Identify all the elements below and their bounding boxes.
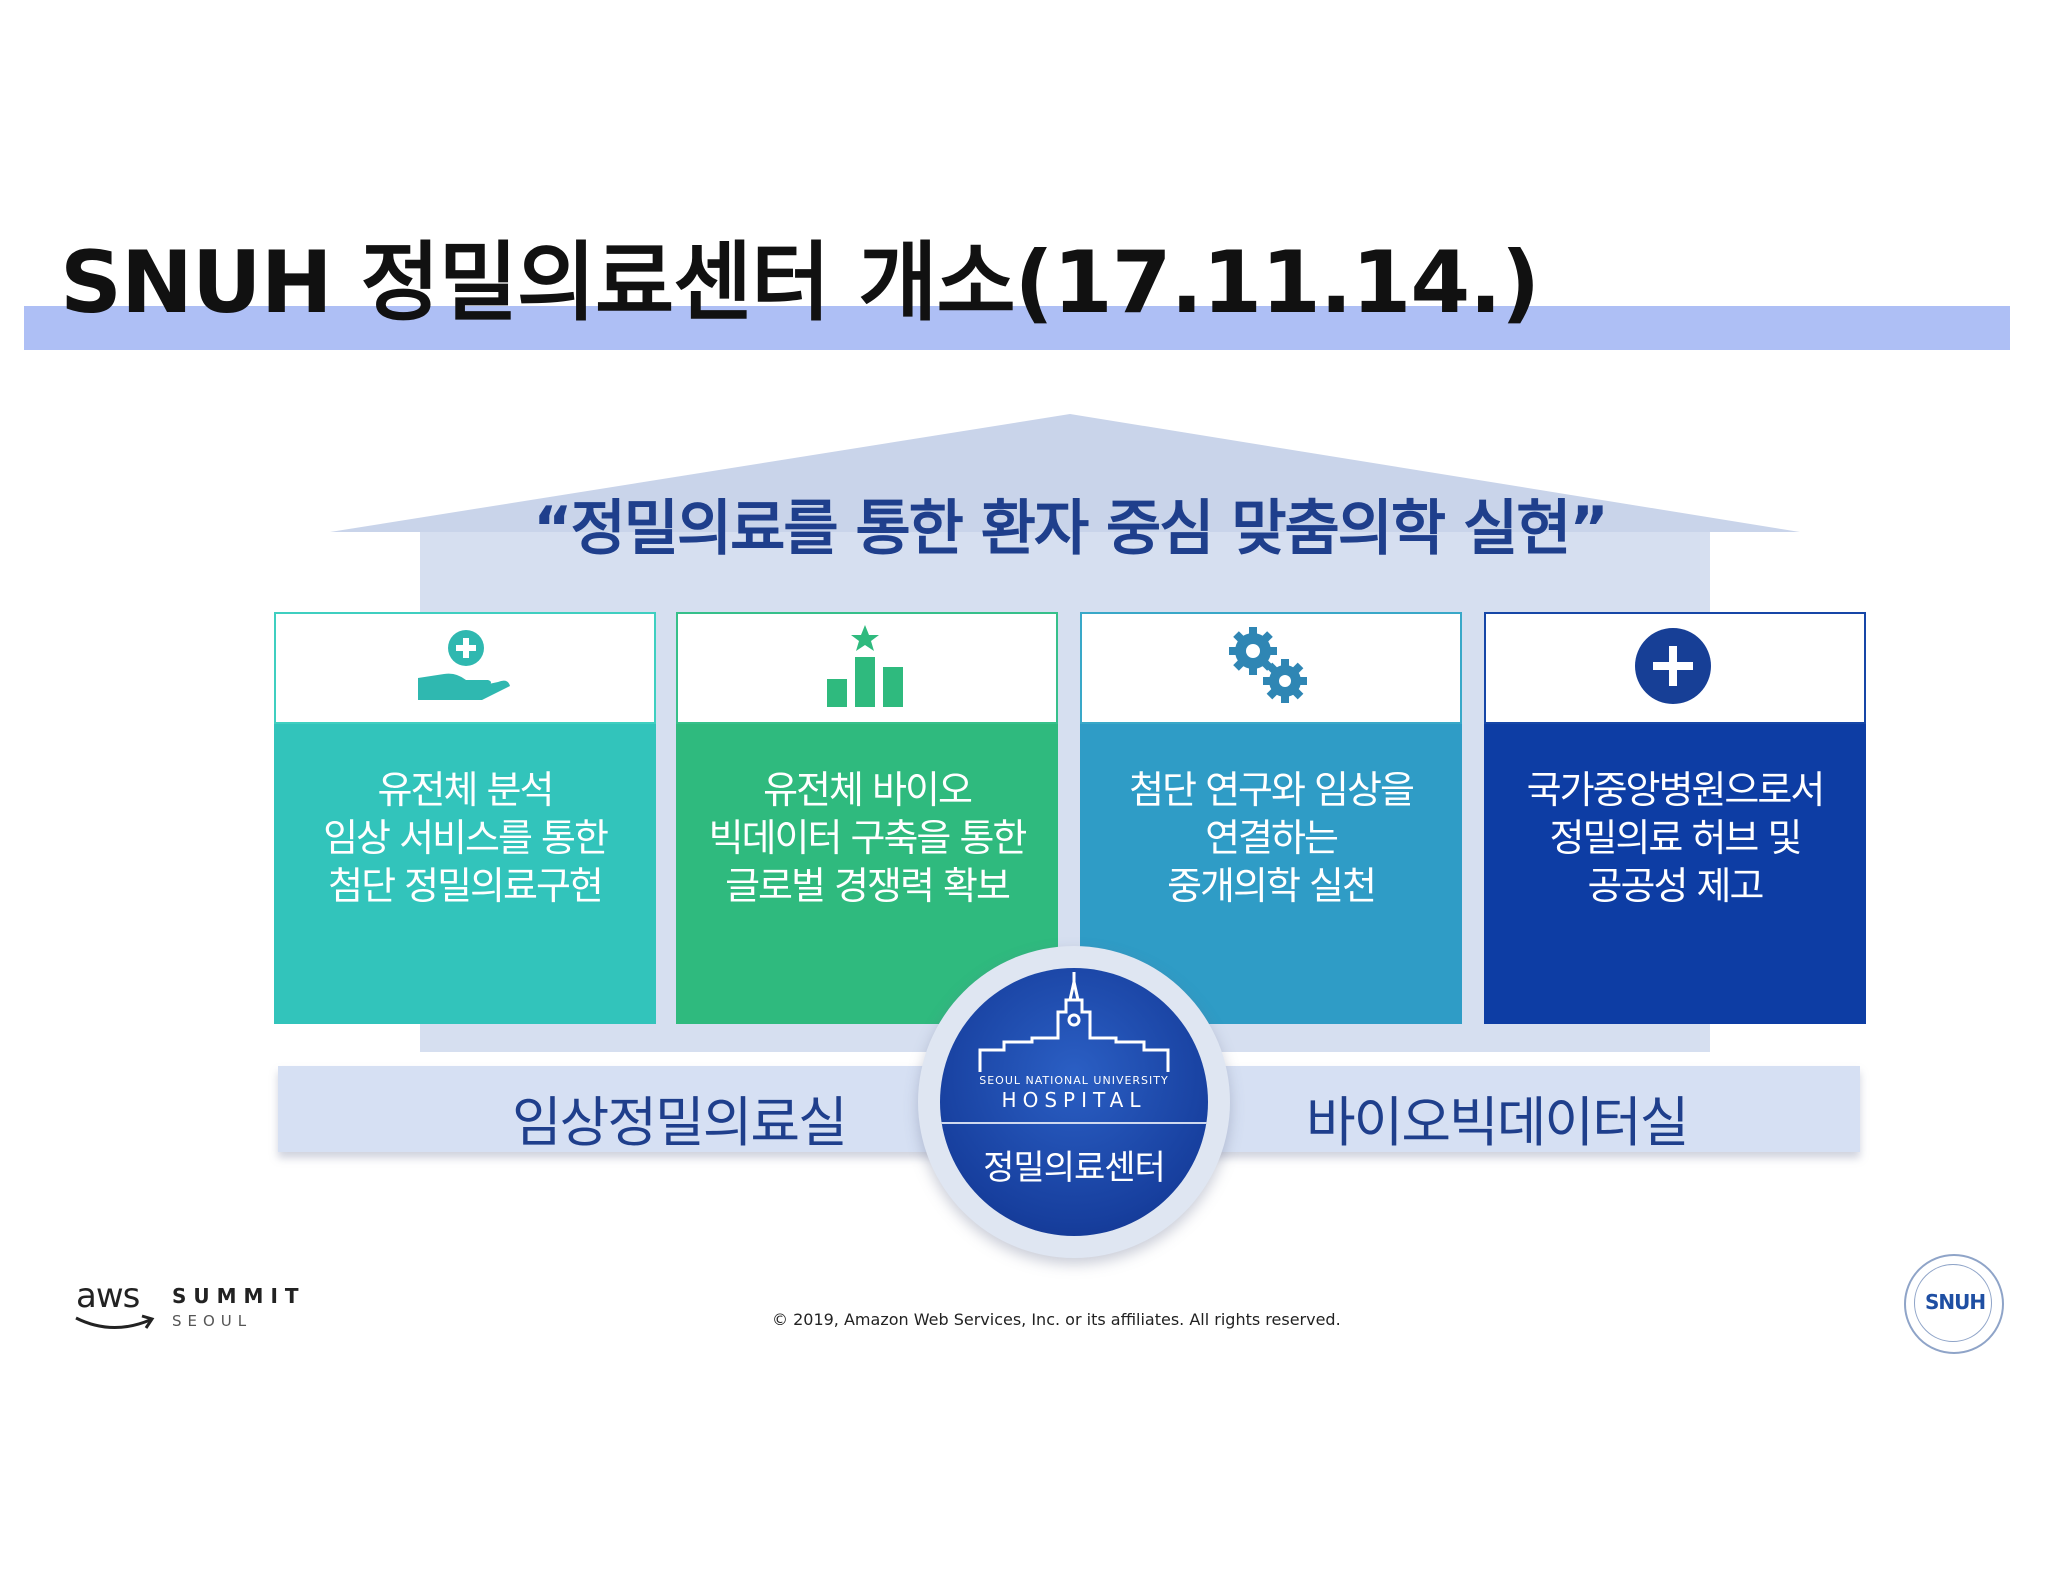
gears-icon [1080,612,1458,720]
pillar-text: 첨단 연구와 임상을 연결하는 중개의학 실천 [1129,768,1415,908]
aws-smile-icon [75,1314,155,1330]
pillar-text: 국가중앙병원으로서 정밀의료 허브 및 공공성 제고 [1526,768,1826,908]
seal-university-text: SEOUL NATIONAL UNIVERSITY [979,1074,1169,1087]
snuh-logo-badge: SNUH [1904,1254,2004,1354]
hospital-building-icon [978,972,1170,1072]
pillar-bio-bigdata: 유전체 바이오 빅데이터 구축을 통한 글로벌 경쟁력 확보 [676,612,1058,1024]
snuh-logo-text: SNUH [1924,1290,1986,1314]
precision-center-label: 정밀의료센터 [983,1148,1166,1188]
base-bar-left [278,1066,978,1152]
bar-chart-star-icon [676,612,1054,720]
base-bar-right [1180,1066,1860,1152]
plus-circle-icon [1484,612,1862,720]
pillar-text: 유전체 바이오 빅데이터 구축을 통한 글로벌 경쟁력 확보 [708,768,1028,908]
bio-bigdata-lab-label: 바이오빅데이터실 [1306,1091,1689,1154]
summit-label: SUMMIT [172,1284,306,1308]
slide-title: SNUH 정밀의료센터 개소(17.11.14.) [60,233,1540,333]
aws-logo-text: aws [76,1276,140,1316]
title-underline-band [24,306,2010,350]
clinical-precision-lab-label: 임상정밀의료실 [512,1091,848,1154]
pillar-body: 국가중앙병원으로서 정밀의료 허브 및 공공성 제고 [1484,724,1866,1024]
copyright-notice: © 2019, Amazon Web Services, Inc. or its… [772,1310,1341,1329]
center-seal: SEOUL NATIONAL UNIVERSITY HOSPITAL 정밀의료센… [940,968,1208,1236]
snuh-logo-ring [1914,1264,1992,1342]
pillar-genome-analysis: 유전체 분석 임상 서비스를 통한 첨단 정밀의료구현 [274,612,656,1024]
mission-tagline: “정밀의료를 통한 환자 중심 맞춤의학 실현” [533,494,1609,564]
seal-divider [940,1122,1208,1124]
seoul-label: SEOUL [172,1312,253,1330]
pillar-text: 유전체 분석 임상 서비스를 통한 첨단 정밀의료구현 [323,768,609,908]
pillar-public-hub: 국가중앙병원으로서 정밀의료 허브 및 공공성 제고 [1484,612,1866,1024]
hand-plus-icon [274,612,652,720]
pillar-body: 유전체 분석 임상 서비스를 통한 첨단 정밀의료구현 [274,724,656,1024]
seal-hospital-text: HOSPITAL [1001,1088,1147,1112]
